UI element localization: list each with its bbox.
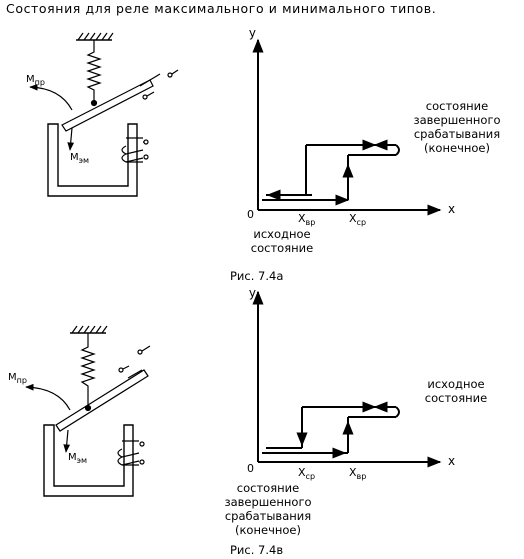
start-annotation-b: исходное состояние <box>425 377 487 405</box>
svg-text:состояние: состояние <box>237 481 299 495</box>
svg-text:состояние: состояние <box>426 99 488 113</box>
m-pr-arrow <box>25 383 71 411</box>
armature-lever <box>55 369 149 432</box>
m-em-arrow <box>63 429 71 453</box>
hysteresis-curve-b <box>262 401 400 459</box>
origin-label-b: 0 <box>247 462 254 475</box>
x-tick-b-1: Xвр <box>349 466 366 481</box>
svg-text:(конечное): (конечное) <box>424 141 490 155</box>
x-tick-a-0: Xвр <box>298 212 315 227</box>
x-tick-b-0: Xср <box>298 466 315 481</box>
m-pr-arrow <box>29 83 73 111</box>
svg-text:завершенного: завершенного <box>413 113 500 127</box>
magnetic-core <box>47 123 138 197</box>
x-axis-label-a: x <box>448 202 455 216</box>
armature-lever <box>61 79 154 132</box>
caption-b: Рис. 7.4в <box>230 543 283 557</box>
svg-text:состояние: состояние <box>425 391 487 405</box>
m-em-arrow <box>67 127 75 151</box>
figure-b: Mпр Mэм у x 0 Xср X <box>8 286 487 557</box>
svg-text:состояние: состояние <box>251 241 313 255</box>
caption-a: Рис. 7.4а <box>230 269 283 283</box>
svg-text:срабатывания: срабатывания <box>414 127 500 141</box>
m-em-label: Mэм <box>68 452 87 465</box>
relay-sketch-b <box>25 325 151 497</box>
start-annotation-a: исходное состояние <box>251 227 313 255</box>
magnetic-core <box>43 424 134 497</box>
graph-b: у x 0 Xср Xвр исходное состояние состоян… <box>224 286 487 537</box>
spring <box>80 333 96 407</box>
svg-text:исходное: исходное <box>253 227 310 241</box>
svg-text:завершенного: завершенного <box>224 495 311 509</box>
svg-text:(конечное): (конечное) <box>235 523 301 537</box>
coil <box>117 440 140 466</box>
x-axis-label-b: x <box>448 454 455 468</box>
origin-label-a: 0 <box>247 208 254 221</box>
figure-a: Mпр Mэм у x 0 Xвр <box>26 26 501 283</box>
graph-a: у x 0 Xвр Xср исходное состояние состоян… <box>247 26 501 255</box>
end-annotation-a: состояние завершенного срабатывания (кон… <box>413 99 500 155</box>
m-pr-label: Mпр <box>8 372 27 385</box>
m-pr-label: Mпр <box>26 74 45 87</box>
coil <box>121 137 144 163</box>
svg-text:исходное: исходное <box>427 377 484 391</box>
diagram-title: Состояния для реле максимального и миним… <box>6 1 436 16</box>
y-axis-label-b: у <box>249 286 256 300</box>
spring <box>86 40 102 102</box>
relay-sketch-a <box>29 32 179 197</box>
svg-text:срабатывания: срабатывания <box>225 509 311 523</box>
m-em-label: Mэм <box>70 152 89 165</box>
end-annotation-b: состояние завершенного срабатывания (кон… <box>224 481 311 537</box>
hysteresis-curve-a <box>262 139 400 206</box>
x-tick-a-1: Xср <box>349 212 366 227</box>
y-axis-label-a: у <box>249 26 256 40</box>
